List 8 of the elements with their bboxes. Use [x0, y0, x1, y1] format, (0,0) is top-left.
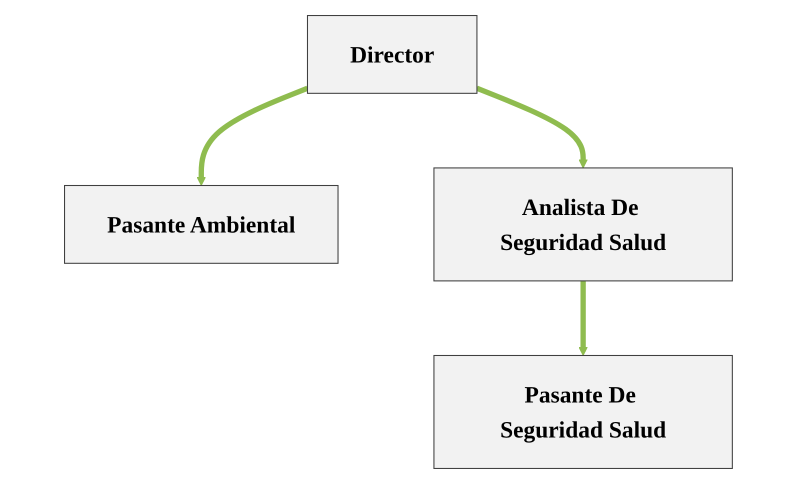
node-box: [306, 14, 478, 94]
node-box: [432, 166, 732, 281]
arrow: [476, 85, 588, 168]
arrow: [578, 280, 588, 356]
node-box: [64, 184, 338, 264]
org-chart: Director Pasante Ambiental Analista De Seguridad Salud Pasante De Seguridad Salud: [56, 6, 740, 476]
arrow: [196, 85, 308, 186]
node-box: [432, 354, 732, 468]
